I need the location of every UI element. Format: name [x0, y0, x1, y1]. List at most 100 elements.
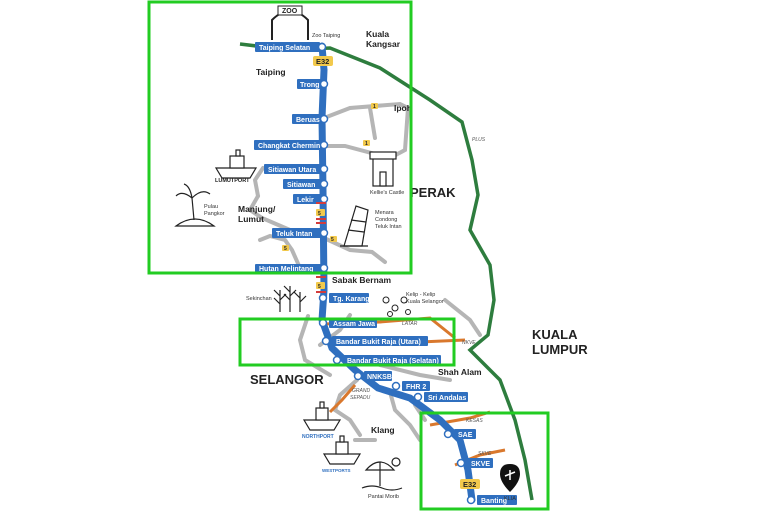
svg-text:Teluk Intan: Teluk Intan [276, 231, 312, 238]
northport-ship-icon [302, 401, 342, 431]
svg-text:ZOO: ZOO [282, 8, 298, 15]
town-shah-alam: Shah Alam [438, 367, 482, 377]
station-hutan-melintang[interactable]: Hutan Melintang [255, 263, 329, 273]
svg-text:Changkat Chermin: Changkat Chermin [258, 143, 320, 150]
station-changkat-chermin[interactable]: Changkat Chermin [254, 140, 329, 150]
town-kuala-kangsar-1: Kuala [366, 29, 389, 39]
station-sitiawan[interactable]: Sitiawan [283, 179, 329, 189]
poi-pangkor-2: Pangkor [204, 211, 225, 217]
castle-icon [369, 151, 397, 187]
station-teluk-intan[interactable]: Teluk Intan [272, 228, 329, 238]
svg-text:Lekir: Lekir [297, 197, 314, 204]
svg-text:Taiping Selatan: Taiping Selatan [259, 45, 310, 52]
westports-ship-icon [322, 435, 362, 465]
region-perak: PERAK [410, 185, 456, 200]
svg-text:Beruas: Beruas [296, 117, 320, 124]
svg-text:Sitiawan: Sitiawan [287, 182, 315, 189]
town-kuala-kangsar-2: Kangsar [366, 39, 401, 49]
svg-text:5: 5 [331, 237, 334, 243]
tag-grand-2: SEPADU [350, 395, 371, 401]
town-sabak-bernam: Sabak Bernam [332, 275, 391, 285]
airport-pin-icon [500, 464, 520, 492]
town-manjung-1: Manjung/ [238, 204, 276, 214]
tag-nkve: NKVE [462, 340, 476, 346]
poi-pangkor-1: Pulau [204, 204, 218, 210]
svg-text:Trong: Trong [300, 82, 319, 89]
ship-icon [214, 149, 258, 179]
svg-text:Tg. Karang: Tg. Karang [333, 296, 370, 303]
tag-latar: LATAR [402, 321, 418, 327]
poi-northport: NORTHPORT [302, 434, 334, 440]
region-selangor: SELANGOR [250, 372, 324, 387]
town-taiping: Taiping [256, 67, 286, 77]
station-bandar-bukit-raja-utara[interactable]: Bandar Bukit Raja (Utara) [321, 336, 429, 346]
route-badges: 1 1 5 5 5 5 [282, 103, 378, 290]
poi-zoo-taiping: Zoo Taiping [312, 33, 340, 39]
station-sitiawan-utara[interactable]: Sitiawan Utara [264, 164, 329, 174]
town-manjung-2: Lumut [238, 214, 264, 224]
paddy-icon [273, 285, 307, 312]
e32-badge-top: E32 [313, 56, 333, 66]
plus-expressway [239, 42, 534, 501]
island-palm-icon [174, 183, 216, 227]
region-kl-1: KUALA [532, 327, 578, 342]
poi-westports: WESTPORTS [322, 468, 351, 473]
svg-text:SKVE: SKVE [471, 461, 490, 468]
highlight-boxes [147, 0, 550, 511]
station-banting[interactable]: Banting [466, 495, 518, 505]
poi-menara-1: Menara [375, 210, 395, 216]
station-tg-karang[interactable]: Tg. Karang [318, 293, 370, 303]
station-sri-andalas[interactable]: Sri Andalas [413, 392, 469, 402]
station-trong[interactable]: Trong [297, 79, 329, 89]
svg-text:Bandar Bukit Raja (Utara): Bandar Bukit Raja (Utara) [336, 339, 421, 346]
railway-crossings [316, 202, 326, 293]
svg-text:Sitiawan Utara: Sitiawan Utara [268, 167, 316, 174]
region-kl-2: LUMPUR [532, 342, 588, 357]
town-ipoh: Ipoh [394, 103, 412, 113]
tag-grand-1: GRAND [352, 388, 370, 394]
e32-badge-bottom: E32 [460, 479, 480, 489]
poi-kellies-castle: Kellie's Castle [370, 190, 404, 196]
svg-text:1: 1 [365, 141, 368, 147]
poi-lumut-port: LUMUTPORT [215, 178, 250, 184]
station-nnksb[interactable]: NNKSB [353, 371, 393, 381]
svg-text:Banting: Banting [481, 498, 507, 505]
station-fhr2[interactable]: FHR 2 [391, 381, 431, 391]
firefly-icon [382, 296, 411, 317]
tag-plus: PLUS [472, 137, 486, 143]
station-lekir[interactable]: Lekir [293, 194, 329, 204]
poi-menara-2: Condong [375, 217, 397, 223]
station-beruas[interactable]: Beruas [292, 114, 329, 124]
tag-skve: SKVE [478, 451, 492, 457]
station-taiping-selatan[interactable]: Taiping Selatan [255, 42, 327, 52]
poi-klia: KLIA [504, 496, 516, 502]
poi-kelip-2: Kuala Selangor [406, 299, 444, 305]
zoo-icon: ZOO [271, 5, 309, 40]
svg-text:1: 1 [373, 104, 376, 110]
svg-text:5: 5 [284, 246, 287, 252]
highlight-box-bukit-raja [238, 317, 456, 367]
local-roads [247, 101, 482, 442]
beach-umbrella-icon [361, 457, 403, 491]
poi-menara-3: Teluk Intan [375, 224, 402, 230]
svg-text:E32: E32 [316, 57, 329, 66]
tag-kesas: KESAS [466, 418, 483, 424]
town-klang: Klang [371, 425, 395, 435]
highlight-box-south [419, 411, 550, 511]
svg-text:Sri Andalas: Sri Andalas [428, 395, 466, 402]
svg-text:SAE: SAE [458, 432, 473, 439]
poi-pantai-morib: Pantai Morib [368, 494, 399, 500]
station-sae[interactable]: SAE [443, 429, 477, 439]
leaning-tower-icon [340, 205, 369, 247]
svg-text:Hutan Melintang: Hutan Melintang [259, 266, 313, 273]
svg-text:NNKSB: NNKSB [367, 374, 392, 381]
svg-text:5: 5 [318, 284, 321, 290]
svg-text:FHR 2: FHR 2 [406, 384, 426, 391]
poi-sekinchan: Sekinchan [246, 296, 272, 302]
svg-text:E32: E32 [463, 480, 476, 489]
svg-text:Bandar Bukit Raja (Selatan): Bandar Bukit Raja (Selatan) [347, 358, 439, 365]
svg-text:Assam Jawa: Assam Jawa [333, 321, 375, 328]
highlight-box-perak [147, 0, 413, 275]
station-skve[interactable]: SKVE [456, 458, 494, 468]
